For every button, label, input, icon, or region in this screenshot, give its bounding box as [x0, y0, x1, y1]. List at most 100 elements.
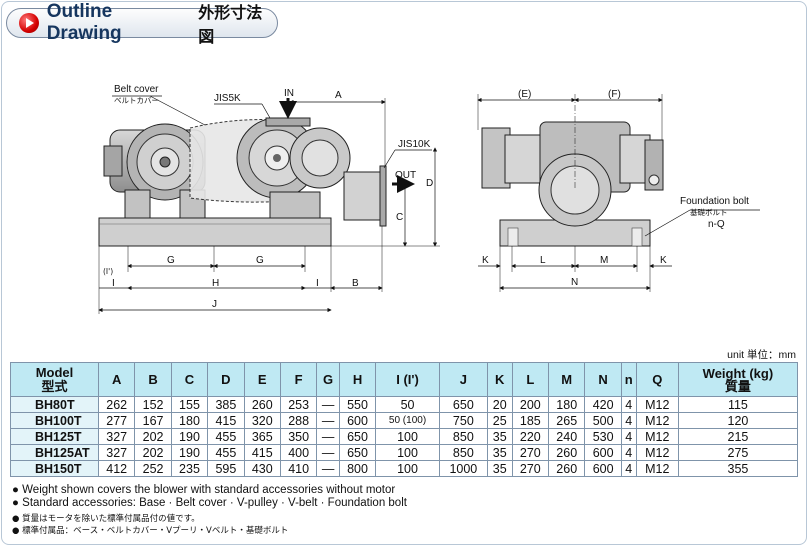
value-cell: 327: [97, 444, 136, 461]
value-cell: 155: [170, 396, 209, 413]
value-cell: 202: [134, 428, 172, 445]
jis5k-label: JIS5K: [214, 93, 241, 104]
title-banner: Outline Drawing 外形寸法図: [6, 1, 278, 46]
value-cell: 4: [620, 412, 637, 429]
value-cell: 262: [97, 396, 136, 413]
front-view: [98, 95, 440, 314]
value-cell: 4: [620, 428, 637, 445]
value-cell: 500: [584, 412, 622, 429]
value-cell: 202: [134, 444, 172, 461]
value-cell: 455: [207, 428, 245, 445]
foundation-bolt-label: Foundation bolt: [680, 196, 749, 207]
col-header-n: N: [584, 362, 622, 397]
note-ja-1: ● 質量はモータを除いた標準付属品付の値です。: [12, 514, 200, 524]
value-cell: 600: [338, 412, 377, 429]
value-cell: 595: [207, 460, 245, 477]
notes: ● Weight shown covers the blower with st…: [12, 484, 407, 537]
value-cell: 327: [97, 428, 136, 445]
title-japanese: 外形寸法図: [198, 3, 263, 46]
value-cell: 252: [134, 460, 172, 477]
weight-cell: 355: [677, 460, 799, 477]
spec-table: Model 型式 A B C D E F G H I (I') J K L M …: [10, 362, 799, 477]
value-cell: 288: [279, 412, 318, 429]
belt-cover-label-ja: ベルトカバー: [114, 96, 159, 105]
note-en-1: ● Weight shown covers the blower with st…: [12, 484, 396, 496]
note-en-2: ● Standard accessories: Base · Belt cove…: [12, 497, 407, 509]
dimension-b: B: [352, 278, 359, 289]
dimension-m: M: [600, 255, 608, 266]
dimension-i-alt: (I'): [103, 267, 113, 276]
col-header-i: I (I'): [375, 362, 440, 397]
value-cell: 25: [486, 412, 513, 429]
dimension-n: N: [571, 277, 578, 288]
motor-shape: [103, 123, 206, 219]
value-cell: 650: [438, 396, 488, 413]
value-cell: 220: [511, 428, 550, 445]
col-header-j: J: [438, 362, 488, 397]
value-cell: 850: [438, 444, 488, 461]
outline-drawing-svg: Belt cover ベルトカバー JIS5K IN JIS10K OUT A …: [98, 84, 760, 314]
weight-header-ja: 質量: [724, 378, 751, 394]
value-cell: 550: [338, 396, 377, 413]
value-cell: 530: [584, 428, 622, 445]
value-cell: 430: [243, 460, 281, 477]
value-cell: 415: [207, 412, 245, 429]
value-cell: 253: [279, 396, 318, 413]
dimension-d: D: [426, 178, 433, 189]
col-header-l: L: [511, 362, 550, 397]
value-cell: 260: [548, 460, 586, 477]
value-cell: 270: [511, 444, 550, 461]
col-header-e: E: [243, 362, 281, 397]
weight-cell: 215: [677, 428, 799, 445]
value-cell: 35: [486, 428, 513, 445]
col-header-g: G: [316, 362, 340, 397]
value-cell: 455: [207, 444, 245, 461]
dimension-i-right: I: [316, 278, 319, 289]
value-cell: 4: [620, 444, 637, 461]
dimension-f: (F): [608, 89, 621, 100]
value-cell: 750: [438, 412, 488, 429]
value-cell: M12: [635, 396, 679, 413]
value-cell: 320: [243, 412, 281, 429]
dimension-h: H: [212, 278, 219, 289]
col-header-a: A: [97, 362, 136, 397]
blower-shape: [236, 117, 387, 227]
dimension-a: A: [335, 90, 342, 101]
value-cell: 600: [584, 444, 622, 461]
value-cell: 260: [548, 444, 586, 461]
value-cell: 420: [584, 396, 622, 413]
value-cell: 240: [548, 428, 586, 445]
weight-header: Weight (kg) 質量: [677, 362, 799, 397]
value-cell: 152: [134, 396, 172, 413]
weight-header-en: Weight (kg): [702, 365, 774, 381]
foundation-bolt-label-ja: 基礎ボルト: [690, 207, 728, 217]
model-cell: BH125AT: [10, 444, 99, 461]
title-english: Outline Drawing: [46, 1, 122, 44]
model-header-en: Model: [35, 364, 74, 380]
value-cell: 190: [170, 428, 209, 445]
inlet-label: IN: [284, 88, 294, 99]
dimension-e: (E): [518, 89, 531, 100]
belt-cover-label: Belt cover: [114, 84, 159, 95]
value-cell: 235: [170, 460, 209, 477]
col-header-b: B: [134, 362, 172, 397]
value-cell: M12: [635, 428, 679, 445]
col-header-m: M: [548, 362, 586, 397]
value-cell: 190: [170, 444, 209, 461]
value-cell: 415: [243, 444, 281, 461]
value-cell: 4: [620, 396, 637, 413]
value-cell: 180: [548, 396, 586, 413]
dimension-g-left: G: [167, 255, 175, 266]
bullet-arrow-icon: [19, 13, 39, 33]
value-cell: 260: [243, 396, 281, 413]
value-cell: —: [316, 396, 340, 413]
side-view: [477, 94, 760, 292]
value-cell: 200: [511, 396, 550, 413]
value-cell: 412: [97, 460, 136, 477]
value-cell: 50: [375, 396, 440, 413]
value-cell: 365: [243, 428, 281, 445]
value-cell: 100: [375, 428, 440, 445]
